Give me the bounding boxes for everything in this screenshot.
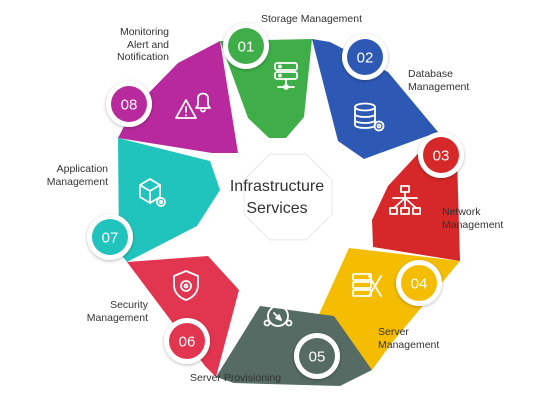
label-line: Management [442, 218, 504, 231]
server-tools-icon-part [352, 273, 372, 281]
label-line: Server [378, 326, 409, 338]
application-box-icon [139, 178, 166, 207]
segment-application [118, 138, 220, 262]
center-title-line2: Services [246, 200, 307, 217]
label-line: Notification [117, 51, 169, 63]
storage-server-icon-part [283, 84, 289, 90]
badge-fill [111, 86, 147, 122]
network-gear-icon [263, 299, 293, 327]
database-gear-icon-part [373, 120, 385, 132]
network-gear-icon-part [263, 319, 271, 327]
badge-number: 04 [411, 276, 428, 293]
application-box-icon-part [139, 184, 161, 204]
security-shield-icon-part [173, 270, 199, 301]
server-tools-icon-part [368, 275, 382, 297]
label-server-provisioning: Server Provisioning [190, 372, 281, 385]
center-octagon [243, 153, 333, 241]
badge-fill [423, 137, 459, 173]
badge-02: 02 [342, 34, 388, 80]
badge-number: 06 [179, 334, 196, 351]
label-line: Server Provisioning [190, 372, 282, 384]
application-box-icon-part [158, 199, 164, 205]
label-line: Alert and [126, 38, 169, 51]
network-icon [389, 185, 421, 215]
server-tools-icon [352, 273, 382, 297]
segment-monitoring [118, 41, 238, 153]
server-tools-icon-part [352, 281, 372, 289]
label-line: Monitoring [119, 26, 169, 38]
label-storage-management: Storage Management [261, 13, 362, 26]
badge-06: 06 [164, 318, 210, 364]
segment-database [312, 39, 438, 159]
alert-bell-icon [175, 92, 211, 119]
badge-fill [401, 265, 437, 301]
badge-01: 01 [223, 23, 269, 69]
badge-number: 05 [309, 349, 326, 366]
storage-server-icon-part [278, 64, 282, 69]
alert-bell-icon-part [200, 109, 206, 113]
network-gear-icon-part [273, 312, 282, 321]
badge-fill [299, 338, 335, 374]
security-shield-icon-part [183, 283, 189, 289]
label-line: Database [408, 68, 453, 80]
storage-server-icon-part [277, 78, 295, 88]
badge-number: 07 [102, 230, 119, 247]
segment-security [127, 256, 239, 377]
label-line: Storage Management [261, 13, 362, 25]
application-box-icon-part [139, 178, 161, 204]
label-line: Network [442, 206, 481, 218]
database-gear-icon [354, 102, 385, 132]
label-line: Management [378, 338, 440, 351]
center-title-line1: Infrastructure [230, 178, 324, 195]
network-gear-icon-part [274, 299, 282, 307]
database-gear-icon-part [376, 123, 382, 129]
badge-number: 03 [433, 148, 450, 165]
badge-04: 04 [396, 260, 442, 306]
security-shield-icon-part [180, 280, 192, 292]
label-line: Management [408, 80, 470, 93]
label-line: Application [56, 163, 108, 175]
security-shield-icon [173, 270, 199, 301]
badge-fill [347, 39, 383, 75]
badge-number: 02 [357, 50, 374, 67]
badge-fill [92, 219, 128, 255]
label-line: Security [110, 299, 148, 311]
badge-number: 01 [238, 39, 255, 56]
alert-bell-icon-part [175, 99, 197, 119]
storage-server-icon-part [274, 62, 298, 71]
alert-bell-icon-part [195, 92, 211, 109]
application-box-icon-part [156, 197, 166, 207]
badge-03: 03 [418, 132, 464, 178]
badge-08: 08 [106, 81, 152, 127]
badge-07: 07 [87, 214, 133, 260]
storage-server-icon-part [278, 73, 282, 78]
database-gear-icon-part [354, 113, 376, 124]
badge-number: 08 [121, 97, 138, 114]
network-gear-icon-part [285, 319, 293, 327]
label-line: Management [46, 175, 108, 188]
label-line: Management [86, 311, 148, 324]
badge-05: 05 [294, 333, 340, 379]
badge-fill [228, 28, 264, 64]
storage-server-icon [274, 62, 298, 90]
badge-fill [169, 323, 205, 359]
